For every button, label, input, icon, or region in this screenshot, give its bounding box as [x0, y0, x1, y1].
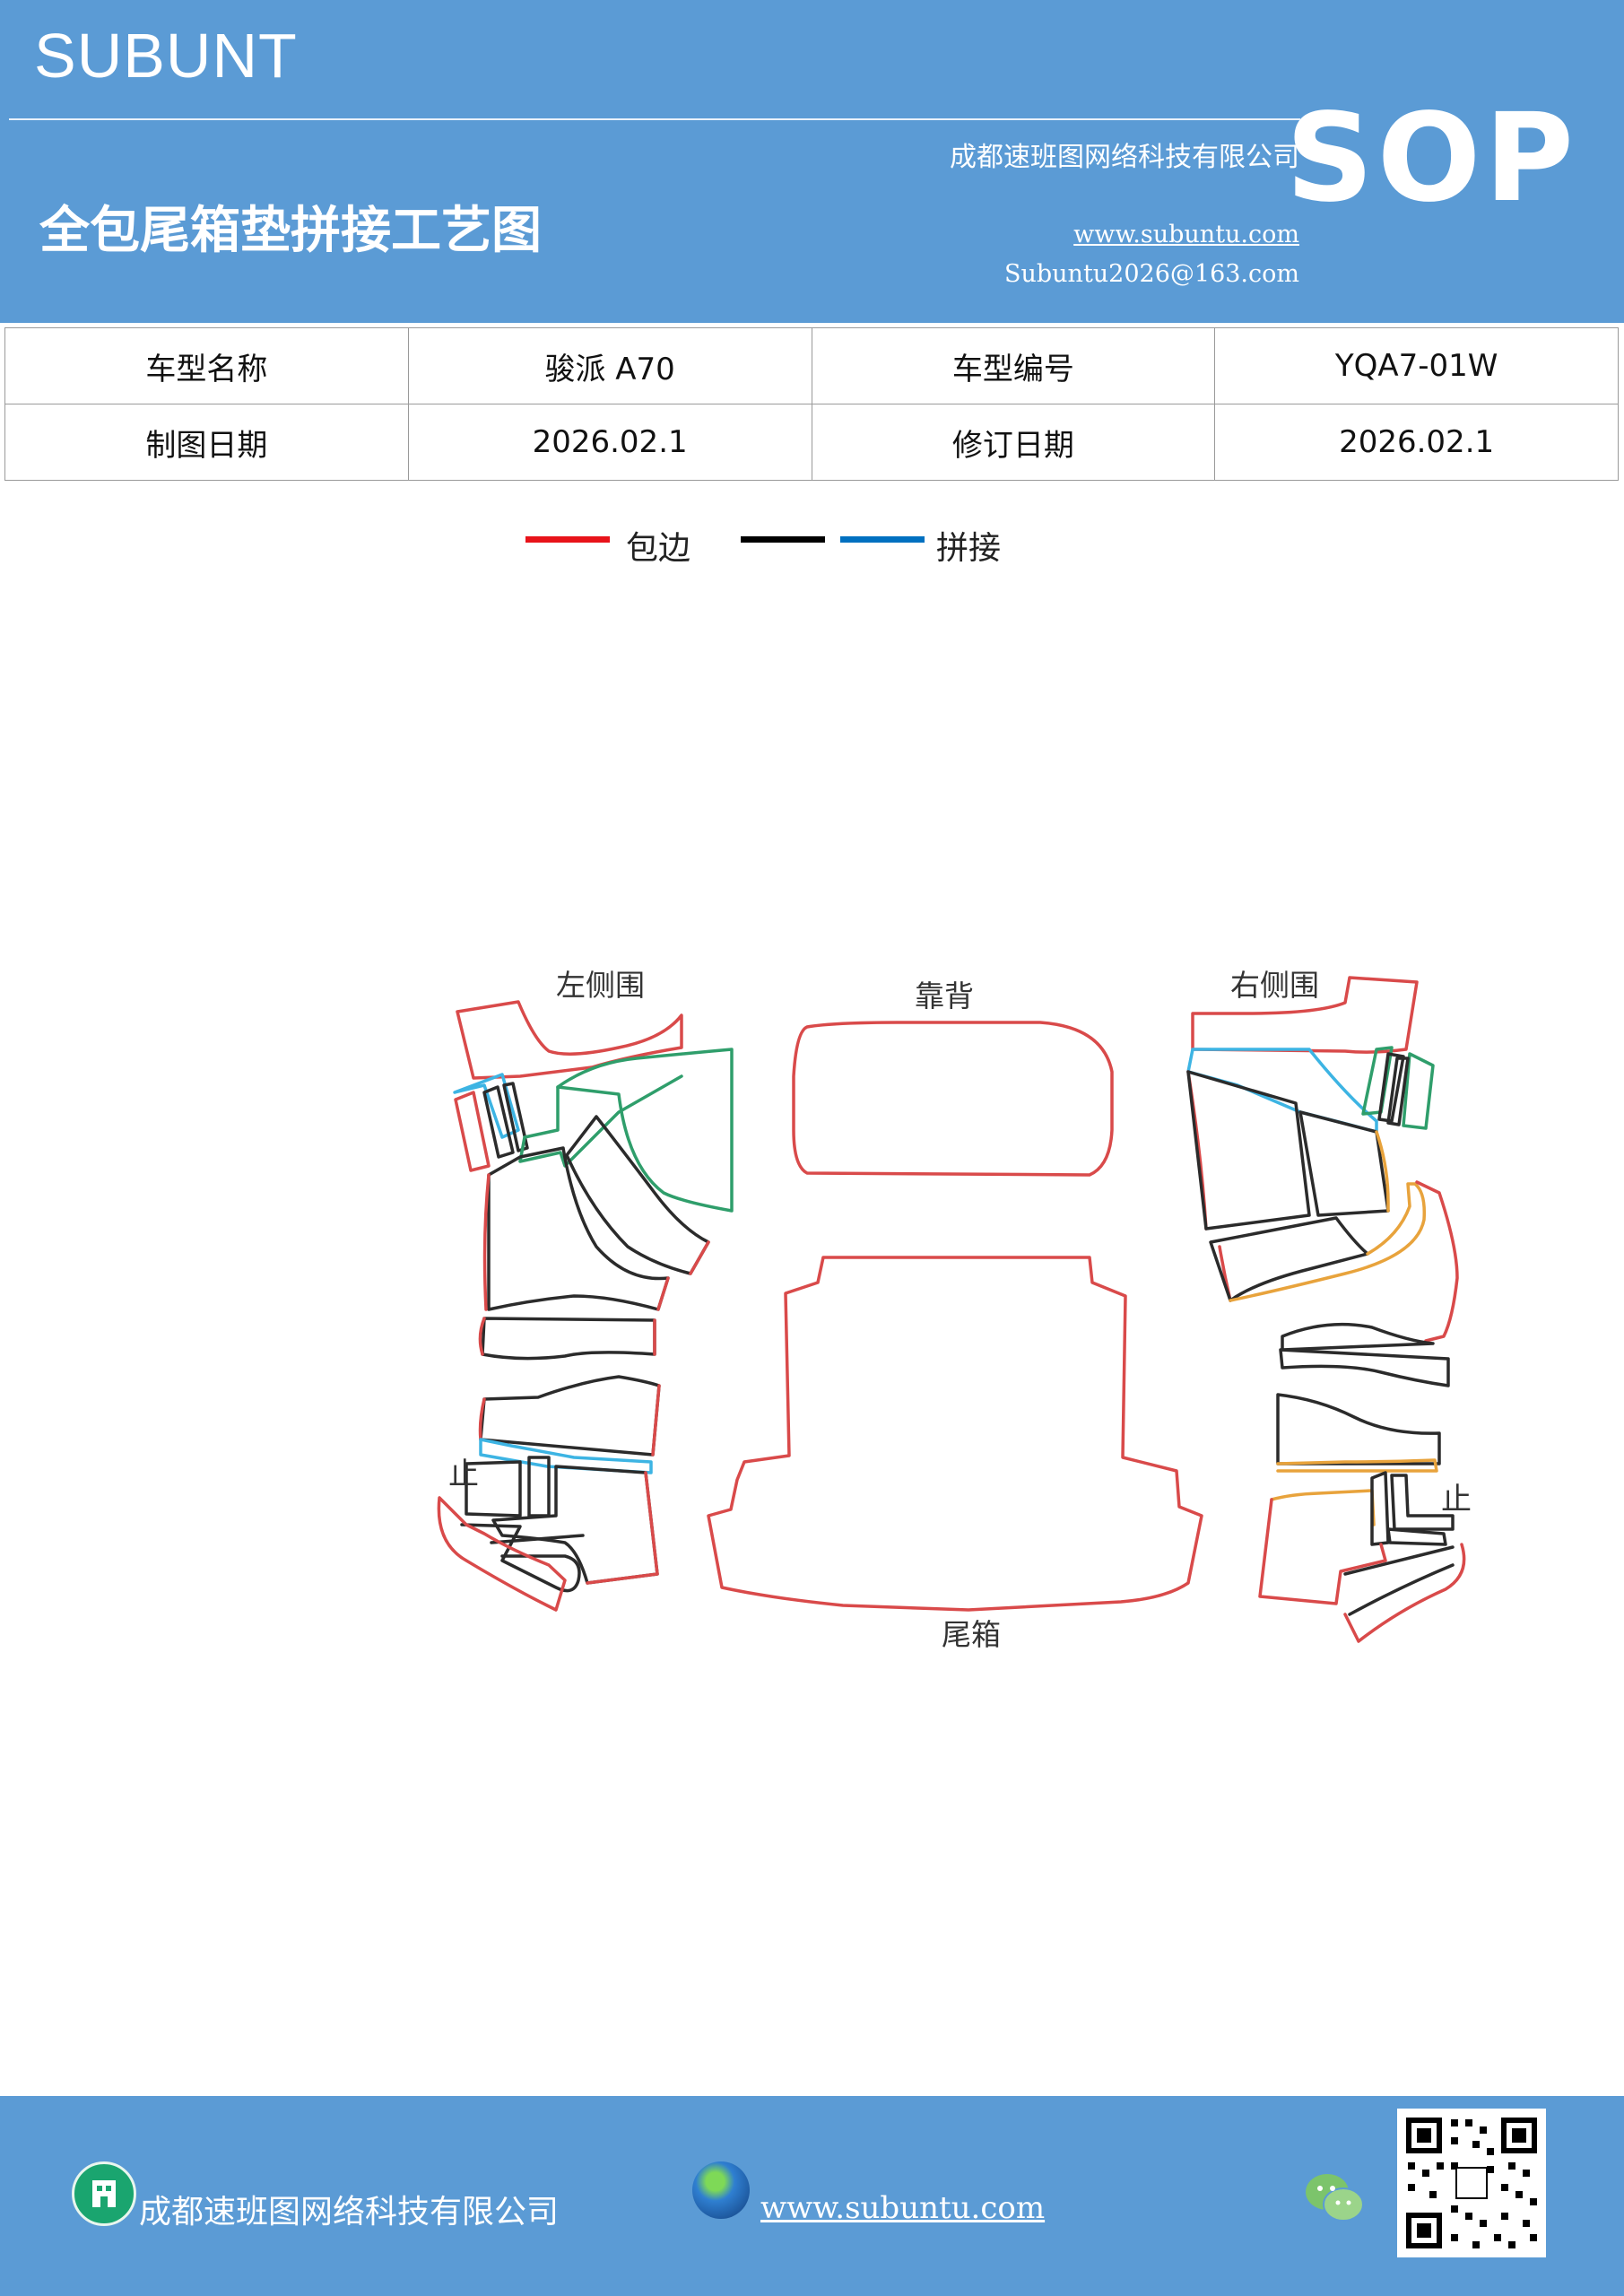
globe-icon	[692, 2161, 750, 2219]
wechat-icon	[1302, 2170, 1367, 2226]
left-dark-strip-2	[502, 1082, 529, 1152]
left-blue-strip	[453, 1073, 520, 1139]
right-bottom-hook-dark	[1343, 1545, 1455, 1616]
right-orange-joint	[1229, 1130, 1427, 1302]
header-company-name: 成都速班图网络科技有限公司	[950, 142, 1299, 173]
left-side-panel-group	[437, 1000, 734, 1612]
left-bottom-red	[437, 1496, 567, 1612]
vehicle-info-table: 车型名称 骏派 A70 车型编号 YQA7-01W 制图日期 2026.02.1…	[4, 327, 1619, 481]
label-stop-right: 止	[1441, 1482, 1472, 1518]
left-top-flap	[456, 1000, 683, 1080]
right-bottom-orange	[1270, 1489, 1376, 1526]
right-red-edge	[1186, 1070, 1232, 1302]
right-top-flap	[1191, 976, 1419, 1054]
left-diagonal-piece-1	[565, 1115, 710, 1275]
left-diagonal-red	[656, 1240, 710, 1311]
header-divider	[9, 118, 1300, 120]
trunk-floor-panel	[707, 1256, 1203, 1612]
header-website-link[interactable]: www.subuntu.com	[1073, 221, 1299, 248]
left-bottom-piece-dark	[465, 1460, 522, 1518]
document-title: 全包尾箱垫拼接工艺图	[39, 201, 542, 260]
label-draw-date: 制图日期	[4, 404, 409, 481]
left-strip-2	[481, 1317, 656, 1361]
table-row: 制图日期 2026.02.1 修订日期 2026.02.1	[4, 404, 1619, 481]
right-strip-1	[1281, 1322, 1435, 1352]
left-bottom-block-red	[586, 1471, 659, 1585]
label-backrest: 靠背	[915, 978, 974, 1013]
right-strip-2	[1279, 1348, 1450, 1387]
header-email: Subuntu2026@163.com	[1004, 260, 1299, 288]
right-main-panel-mid	[1209, 1216, 1369, 1302]
right-red-right-edge	[1415, 1180, 1459, 1343]
left-strip-2-red	[478, 1317, 656, 1356]
building-icon	[72, 2161, 136, 2226]
brand-logo-text: SUBUNT	[34, 21, 298, 91]
left-main-panel-upper	[487, 1146, 670, 1311]
table-row: 车型名称 骏派 A70 车型编号 YQA7-01W	[4, 327, 1619, 404]
right-side-panel-group	[1186, 976, 1466, 1643]
value-model-code: YQA7-01W	[1214, 327, 1619, 404]
legend-label-edge: 包边	[626, 530, 691, 567]
header-band: SUBUNT 成都速班图网络科技有限公司 全包尾箱垫拼接工艺图 www.subu…	[0, 0, 1624, 323]
line-legend: 包边 拼接	[525, 522, 1081, 567]
left-red-edge-left	[482, 1173, 491, 1311]
left-green-joint-upper	[556, 1048, 734, 1213]
legend-swatch-black	[741, 536, 825, 543]
left-blue-joint-lower	[479, 1438, 653, 1474]
footer-company-name: 成都速班图网络科技有限公司	[139, 2194, 560, 2231]
right-dark-strip-1	[1377, 1052, 1405, 1123]
label-trunk: 尾箱	[942, 1617, 1001, 1652]
right-dark-strip-2	[1386, 1057, 1410, 1126]
right-bottom-dark	[1370, 1471, 1390, 1546]
footer-band: 成都速班图网络科技有限公司 www.subuntu.com	[0, 2096, 1624, 2296]
backrest-panel	[792, 1021, 1114, 1177]
value-revise-date: 2026.02.1	[1214, 404, 1619, 481]
left-bottom-block	[491, 1465, 659, 1585]
label-revise-date: 修订日期	[811, 404, 1216, 481]
left-small-red-piece	[454, 1091, 491, 1172]
left-green-frame	[518, 1074, 683, 1168]
label-left-side: 左侧围	[556, 968, 645, 1003]
right-blue-joint-upper	[1186, 1048, 1378, 1134]
left-dark-strip-1	[482, 1085, 515, 1159]
label-stop-left: 止	[448, 1457, 479, 1492]
legend-swatch-blue	[840, 536, 925, 543]
left-strip-3	[479, 1375, 661, 1457]
right-bottom-red	[1258, 1498, 1466, 1643]
label-model-name: 车型名称	[4, 327, 409, 404]
right-bottom-dark-3	[1386, 1527, 1447, 1546]
right-orange-joint-lower	[1276, 1458, 1438, 1473]
label-model-code: 车型编号	[811, 327, 1216, 404]
left-strip-3-red	[478, 1384, 661, 1457]
legend-swatch-red	[525, 536, 610, 543]
value-draw-date: 2026.02.1	[407, 404, 812, 481]
value-model-name: 骏派 A70	[407, 327, 812, 404]
legend-label-joint: 拼接	[936, 530, 1002, 567]
footer-website-link[interactable]: www.subuntu.com	[760, 2190, 1046, 2226]
sop-badge: SOP	[1285, 88, 1577, 230]
qr-code	[1397, 2109, 1546, 2257]
right-strip-3	[1276, 1393, 1441, 1465]
right-green-strip-2	[1402, 1052, 1435, 1130]
right-main-panel-upper	[1186, 1070, 1311, 1231]
label-right-side: 右侧围	[1230, 968, 1319, 1003]
